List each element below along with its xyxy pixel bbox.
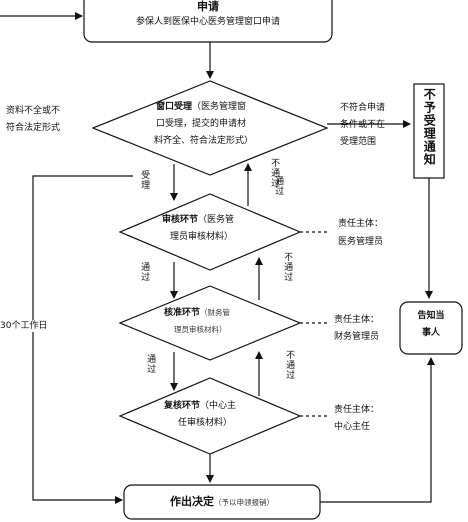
recheck-responsible-2: 中心主任 <box>334 422 371 432</box>
review-responsible-2: 医务管理员 <box>338 237 384 247</box>
review-desc-2: 理员审核材料） <box>170 232 234 242</box>
window-desc-1: （医务管理窗 <box>192 102 247 112</box>
recheck-title: 复核环节 <box>164 401 201 411</box>
review-desc-1: （医务管 <box>198 215 235 225</box>
window-desc-3: 料齐全、符合法定形式） <box>154 136 254 146</box>
reject-notice: 不予受理通知 <box>422 88 437 166</box>
decision-text: 作出决定（予以申领报销） <box>124 495 320 510</box>
pass-label-3: 通过 <box>145 354 156 374</box>
apply-title: 申请 <box>197 0 219 13</box>
left-note-line2: 符合法定形式 <box>6 123 61 133</box>
notify-line1: 告知当 <box>417 311 445 321</box>
decision-desc: （予以申领报销） <box>214 498 274 507</box>
right-note-line1: 不符合申请 <box>340 103 386 113</box>
left-note-line1: 资料不全或不 <box>6 106 61 116</box>
review-diamond <box>118 193 302 271</box>
recheck-line-1: 复核环节（中心主 <box>164 400 236 412</box>
recheck-diamond <box>118 377 302 455</box>
approve-desc-2: 理员审核材料） <box>174 325 227 334</box>
decision-title: 作出决定 <box>170 495 214 508</box>
right-note-line3: 受理范围 <box>340 137 377 147</box>
recheck-responsible-1: 责任主体： <box>334 405 380 415</box>
review-responsible-1: 责任主体： <box>338 219 384 229</box>
window-diamond <box>91 80 329 176</box>
recheck-desc-2: 任审核材料） <box>178 418 233 428</box>
review-line-1: 审核环节（医务管 <box>162 214 234 226</box>
fail-label-1: 不通过 <box>269 158 280 188</box>
fail-label-3: 不通过 <box>284 350 295 380</box>
pass-label-1: 通过 <box>273 176 284 196</box>
review-title: 审核环节 <box>162 215 199 225</box>
recheck-desc-1: （中心主 <box>200 401 237 411</box>
window-desc-2: 口受理，提交的申请材 <box>156 119 247 129</box>
approve-line-1: 核准环节（财务管 <box>164 307 230 319</box>
approve-title: 核准环节 <box>164 308 201 318</box>
notify-line2: 事人 <box>421 328 440 338</box>
accept-label: 受理 <box>139 170 150 190</box>
approve-responsible-1: 责任主体： <box>334 315 380 325</box>
approve-desc-1: （财务管 <box>200 308 231 317</box>
pass-label-2: 通过 <box>139 262 150 282</box>
window-line-1: 窗口受理（医务管理窗 <box>156 101 246 113</box>
right-note-line2: 条件或不在 <box>340 120 386 130</box>
apply-box <box>83 0 333 43</box>
time-limit: 30个工作日 <box>0 320 48 333</box>
approve-diamond <box>118 285 302 361</box>
apply-desc: 参保人到医保中心医务管理窗口申请 <box>135 17 280 27</box>
notify-box <box>399 301 463 355</box>
window-title: 窗口受理 <box>156 102 193 112</box>
approve-responsible-2: 财务管理员 <box>334 332 380 342</box>
fail-label-2: 不通过 <box>282 252 293 282</box>
